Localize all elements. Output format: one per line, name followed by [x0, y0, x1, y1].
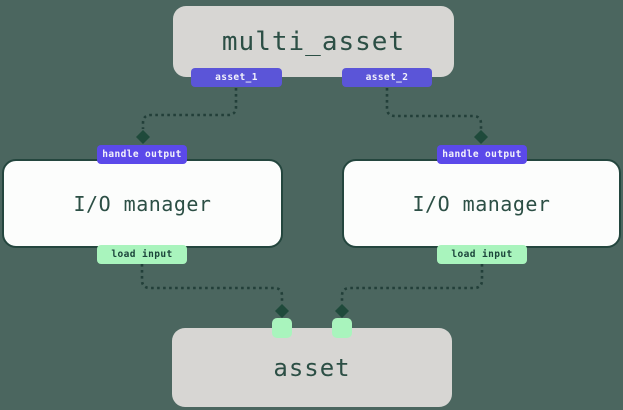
tag-asset-2: asset_2 — [342, 68, 432, 87]
edge-right-io-to-asset — [340, 264, 484, 303]
diamond-arrowhead-asset-left — [275, 304, 289, 318]
node-io-manager-left: I/O manager — [2, 159, 283, 248]
tag-handle-output-right: handle output — [437, 145, 527, 164]
tag-asset-2-label: asset_2 — [365, 72, 409, 83]
edge-left-io-to-asset — [140, 264, 284, 303]
node-multi-asset-label: multi_asset — [221, 26, 406, 57]
tag-handle-output-left-label: handle output — [102, 149, 182, 160]
tag-load-input-left-label: load input — [111, 249, 173, 260]
node-io-manager-left-label: I/O manager — [73, 191, 212, 216]
tag-asset-1-label: asset_1 — [215, 72, 258, 83]
node-multi-asset: multi_asset — [173, 6, 454, 77]
node-asset: asset — [172, 328, 452, 407]
diamond-arrowhead-right-io — [474, 130, 488, 144]
tag-asset-1: asset_1 — [191, 68, 282, 87]
tag-load-input-right-label: load input — [451, 249, 513, 260]
diamond-arrowhead-left-io — [136, 130, 150, 144]
edge-asset1-to-left-io — [141, 88, 238, 129]
edge-asset2-to-right-io — [385, 88, 483, 129]
asset-input-port-right — [332, 318, 352, 338]
asset-input-port-left — [272, 318, 292, 338]
diamond-arrowhead-asset-right — [335, 304, 349, 318]
tag-load-input-right: load input — [437, 245, 527, 264]
tag-load-input-left: load input — [97, 245, 187, 264]
tag-handle-output-right-label: handle output — [442, 149, 522, 160]
tag-handle-output-left: handle output — [97, 145, 187, 164]
node-io-manager-right-label: I/O manager — [412, 191, 551, 216]
node-asset-label: asset — [273, 353, 351, 382]
